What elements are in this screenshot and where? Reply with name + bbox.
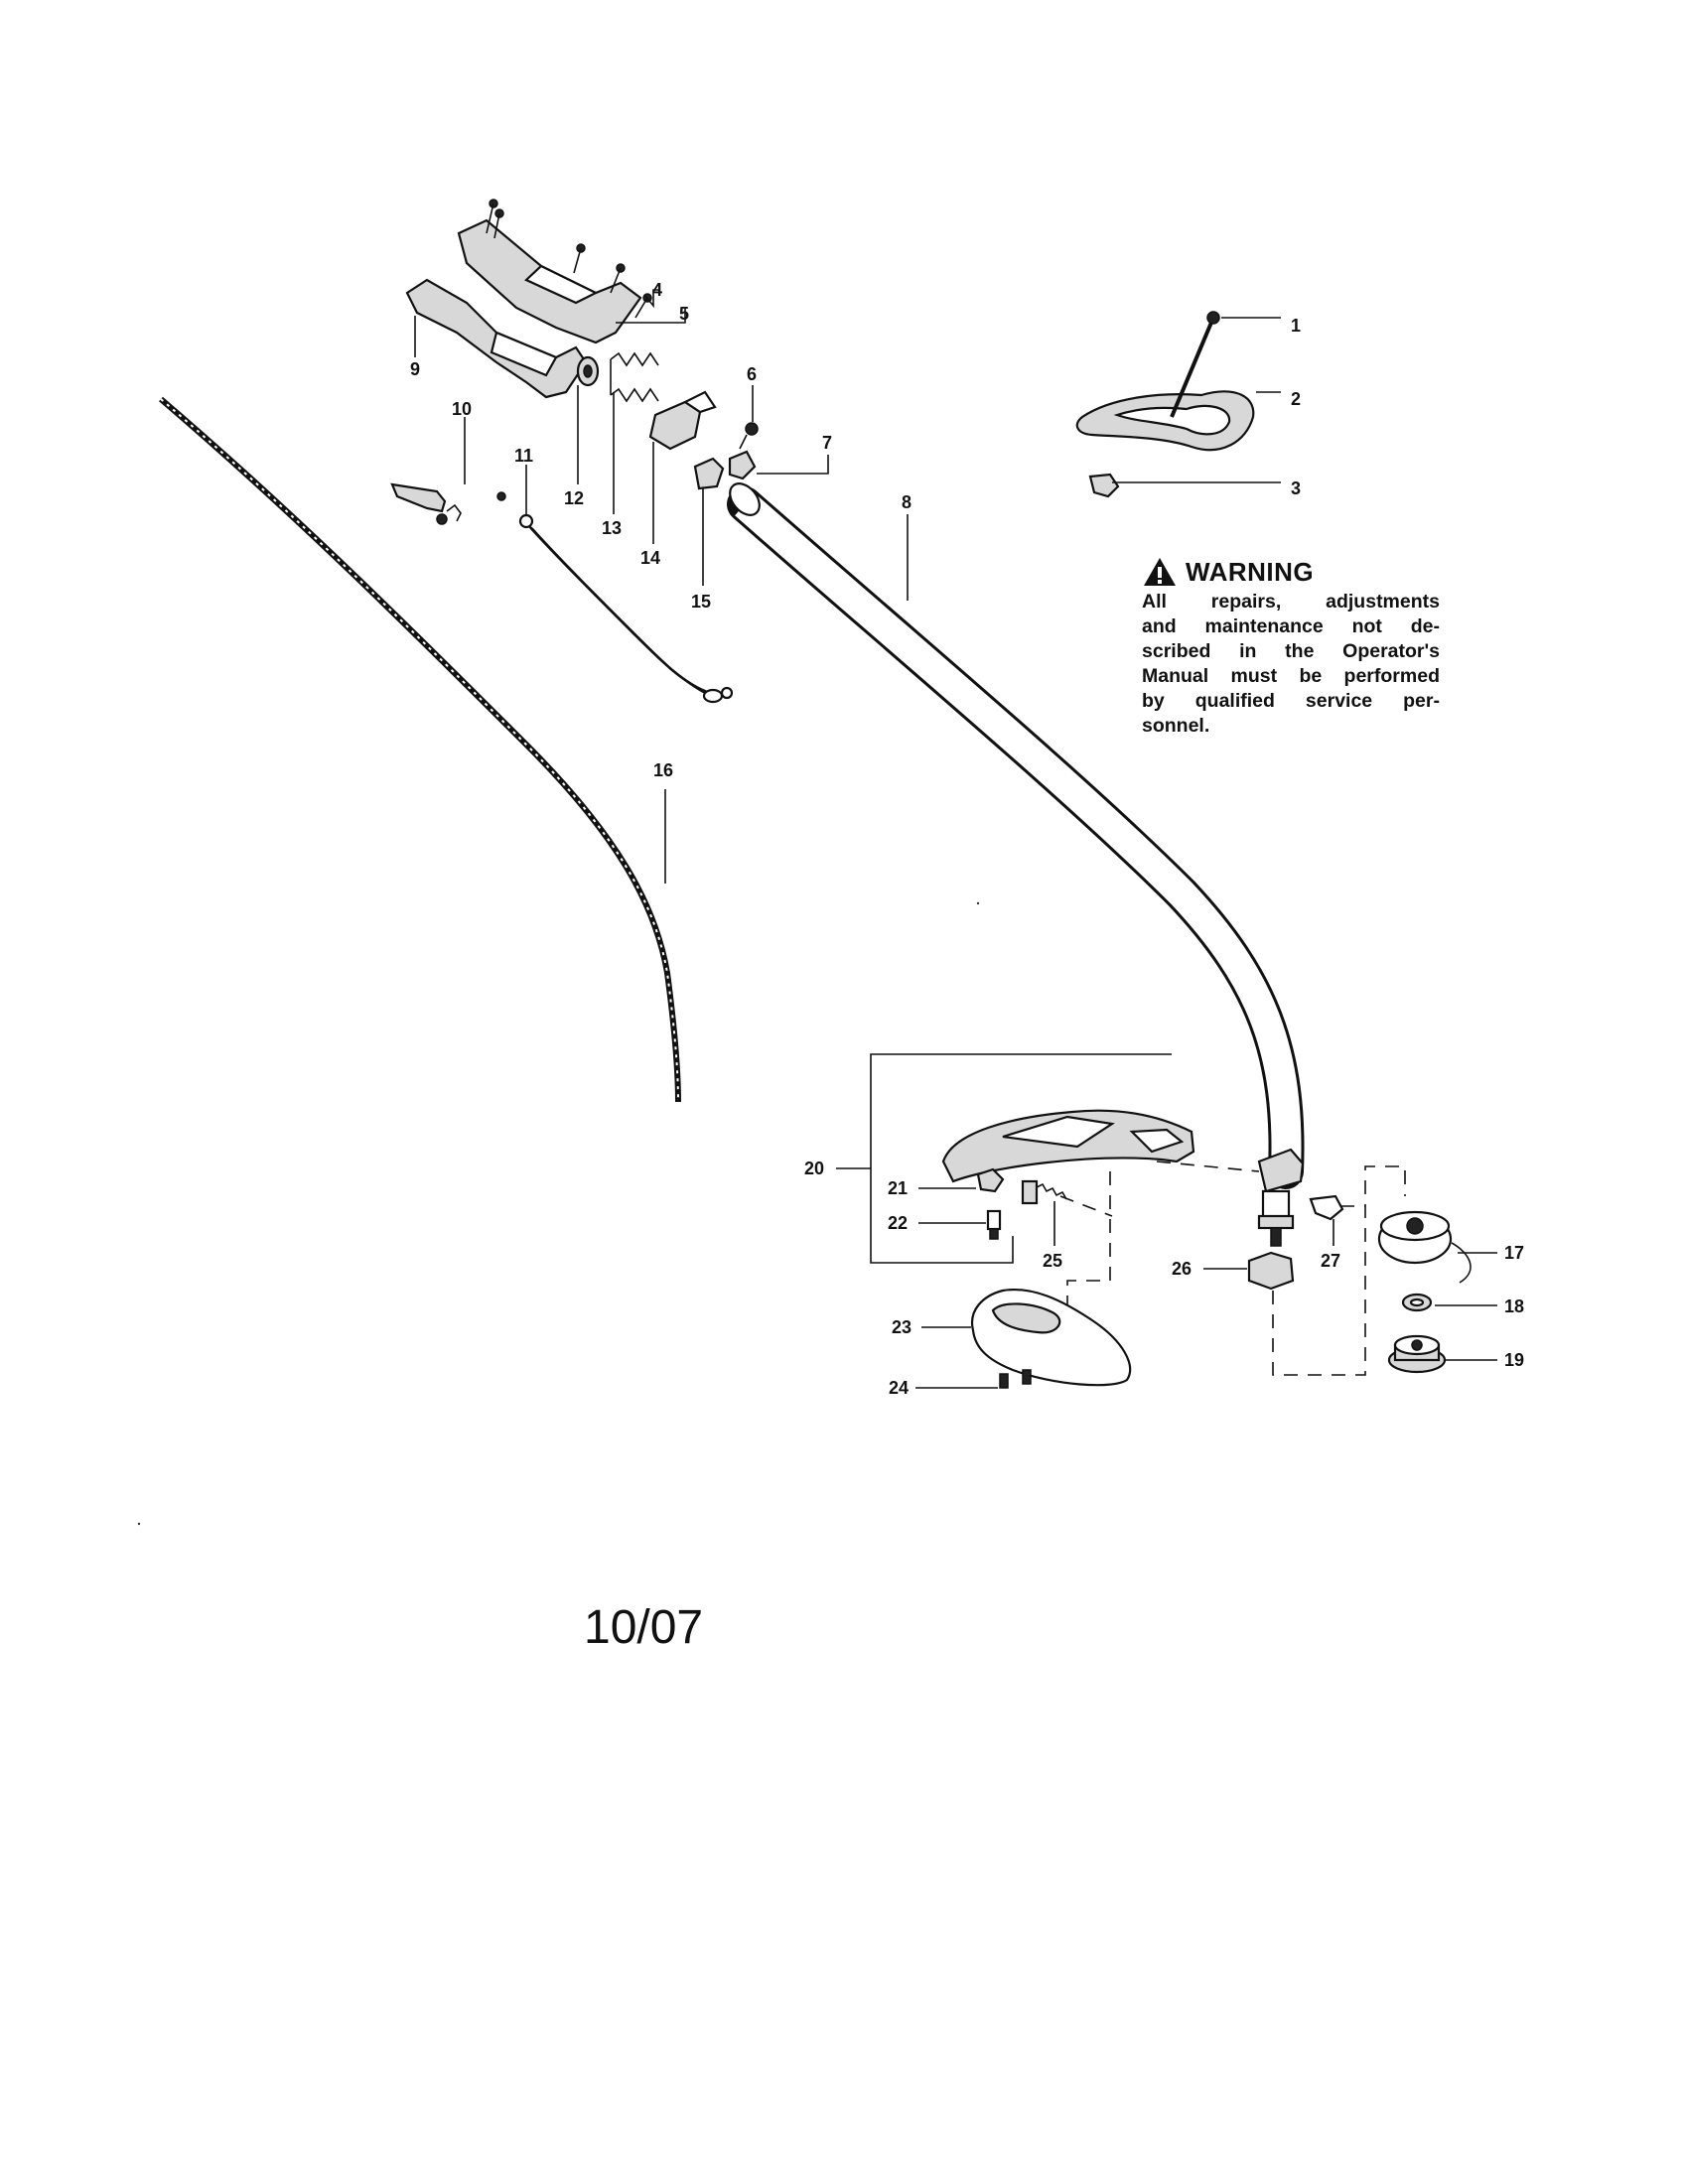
- callout-19: 19: [1504, 1350, 1524, 1370]
- throttle-cable-11: [496, 491, 734, 704]
- throttle-trigger-10: [390, 482, 462, 525]
- callout-3: 3: [1291, 478, 1301, 498]
- washer-18: [1401, 1293, 1433, 1312]
- warning-text: All repairs, adjustments and maintenance…: [1142, 590, 1440, 739]
- shaft-tube-8: [727, 482, 1305, 1189]
- knob-19: [1387, 1334, 1447, 1374]
- callout-1: 1: [1291, 316, 1301, 336]
- clamp-15: [693, 457, 725, 490]
- clip-7: [728, 450, 757, 480]
- callout-18: 18: [1504, 1297, 1524, 1316]
- warning-line: and maintenance not de-: [1142, 615, 1440, 637]
- callout-numbers: 1 2 3 4 5 6 7 8 9 10 11 12 13 14 15 16 1…: [410, 280, 1524, 1398]
- warning-notice: WARNING All repairs, adjustments and mai…: [1142, 556, 1440, 739]
- spool-17: [1377, 1210, 1472, 1284]
- handle-upper-half: [457, 218, 642, 344]
- callout-11: 11: [514, 446, 533, 466]
- assembly-dash-lines: [1059, 1160, 1406, 1376]
- callout-15: 15: [691, 592, 711, 612]
- callout-27: 27: [1321, 1251, 1340, 1271]
- warning-line: All repairs, adjustments: [1142, 591, 1440, 613]
- callout-5: 5: [679, 304, 689, 324]
- callout-21: 21: [888, 1178, 908, 1198]
- warning-title-row: WARNING: [1142, 556, 1440, 588]
- assist-handle-2: [1075, 390, 1255, 452]
- screw-1: [1170, 311, 1220, 418]
- callout-13: 13: [602, 518, 622, 538]
- callout-17: 17: [1504, 1243, 1524, 1263]
- blade-cover-23: [970, 1289, 1132, 1387]
- callout-22: 22: [888, 1213, 908, 1233]
- leader-lines: [414, 289, 1497, 1389]
- warning-line: sonnel.: [1142, 715, 1210, 737]
- clip-27: [1309, 1194, 1344, 1221]
- spring-13: [610, 351, 659, 403]
- callout-20: 20: [804, 1159, 824, 1178]
- warning-line: scribed in the Operator's: [1142, 640, 1440, 662]
- callout-24: 24: [889, 1378, 909, 1398]
- callout-12: 12: [564, 488, 584, 508]
- callout-2: 2: [1291, 389, 1301, 409]
- drive-shaft-16: [159, 396, 681, 1103]
- callout-9: 9: [410, 359, 420, 379]
- date-code: 10/07: [584, 1601, 704, 1654]
- warning-title: WARNING: [1186, 556, 1315, 587]
- nut-26: [1247, 1251, 1295, 1291]
- warning-line: by qualified service per-: [1142, 690, 1440, 712]
- screws-24: [999, 1369, 1032, 1389]
- callout-16: 16: [653, 760, 673, 780]
- callout-8: 8: [902, 492, 912, 512]
- nut-3: [1088, 473, 1120, 498]
- guard-20: [941, 1109, 1195, 1183]
- screw-22: [986, 1209, 1002, 1240]
- callout-7: 7: [822, 433, 832, 453]
- callout-25: 25: [1043, 1251, 1062, 1271]
- callout-6: 6: [747, 364, 757, 384]
- screw-6: [739, 422, 759, 450]
- bolt-25: [1021, 1179, 1067, 1205]
- shaft-end-clamp: [1257, 1148, 1305, 1247]
- trigger-housing-14: [648, 390, 717, 451]
- callout-14: 14: [640, 548, 660, 568]
- callout-26: 26: [1172, 1259, 1192, 1279]
- warning-line: Manual must be performed: [1142, 665, 1440, 687]
- callout-10: 10: [452, 399, 472, 419]
- warning-triangle-icon: [1144, 558, 1176, 586]
- handle-lower-half: [405, 278, 588, 399]
- washer-12: [576, 355, 600, 387]
- callout-23: 23: [892, 1317, 912, 1337]
- callout-4: 4: [652, 280, 662, 300]
- nut-21: [976, 1167, 1005, 1193]
